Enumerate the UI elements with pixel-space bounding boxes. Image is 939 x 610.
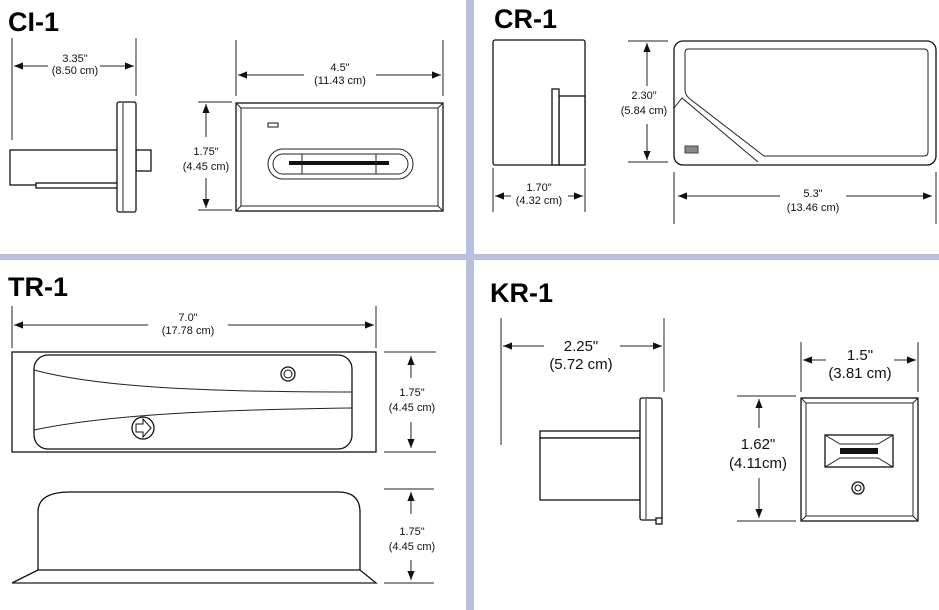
ci1-front-height-cm: (4.45 cm): [183, 161, 229, 173]
ci1-side-width-inches: 3.35": [62, 53, 87, 65]
cr1-height-inches: 2.30": [631, 90, 656, 102]
kr1-side-view: 2.25" (5.72 cm): [500, 318, 665, 525]
cr1-title: CR-1: [494, 4, 557, 34]
tr1-top-height-inches: 1.75": [399, 387, 424, 399]
vertical-divider: [466, 0, 474, 610]
ci1-title: CI-1: [8, 7, 59, 37]
cr1-height-cm: (5.84 cm): [621, 105, 667, 117]
ci1-side-width-cm: (8.50 cm): [52, 65, 98, 77]
ci1-front-width-cm: (11.43 cm): [314, 75, 366, 87]
kr1-side-width-inches: 2.25": [564, 338, 599, 355]
kr1-side-width-cm: (5.72 cm): [549, 356, 612, 373]
cr1-front-width-inches: 5.3": [803, 188, 822, 200]
cr1-side-view: 1.70" (4.32 cm): [492, 39, 586, 212]
kr1-title: KR-1: [490, 278, 553, 308]
tr1-top-height-cm: (4.45 cm): [389, 402, 435, 414]
cr1-height-dimension: 2.30" (5.84 cm): [621, 40, 668, 163]
tr1-width-cm: (17.78 cm): [162, 325, 215, 337]
kr1-front-view: 1.5" (3.81 cm) 1.62" (4.11cm): [729, 342, 919, 522]
cr1-side-width-cm: (4.32 cm): [516, 195, 562, 207]
cr1-side-width-inches: 1.70": [526, 182, 551, 194]
kr1-front-height-cm: (4.11cm): [729, 455, 787, 472]
cr1-front-width-cm: (13.46 cm): [787, 202, 840, 214]
tr1-bottom-height-cm: (4.45 cm): [389, 541, 435, 553]
panel-cr1: CR-1 1.70" (4.32 cm) 2.30" (5.84 cm): [492, 4, 937, 224]
ci1-front-width-inches: 4.5": [330, 62, 349, 74]
cr1-front-view: 5.3" (13.46 cm): [673, 40, 937, 224]
panel-kr1: KR-1 2.25" (5.72 cm) 1.5" (3.81 cm): [490, 278, 919, 525]
panel-ci1: CI-1 3.35" (8.50 cm) 4.5" (11.43 cm): [8, 7, 444, 213]
ci1-side-view: 3.35" (8.50 cm): [9, 38, 152, 213]
ci1-front-view: 4.5" (11.43 cm) 1.75" (4.45 cm): [183, 40, 444, 212]
horizontal-divider: [0, 254, 939, 260]
tr1-bottom-height-inches: 1.75": [399, 526, 424, 538]
tr1-width-dimension: 7.0" (17.78 cm): [11, 306, 377, 348]
panel-tr1: TR-1 7.0" (17.78 cm) 1.75" (4.45 cm): [8, 272, 436, 584]
tr1-side-view: 1.75" (4.45 cm): [11, 488, 435, 584]
tr1-top-view: 1.75" (4.45 cm): [11, 351, 436, 453]
kr1-front-width-inches: 1.5": [847, 347, 873, 364]
ci1-front-height-inches: 1.75": [193, 146, 218, 158]
tr1-width-inches: 7.0": [178, 312, 197, 324]
tr1-title: TR-1: [8, 272, 68, 302]
kr1-front-height-inches: 1.62": [741, 436, 776, 453]
kr1-front-width-cm: (3.81 cm): [828, 365, 891, 382]
